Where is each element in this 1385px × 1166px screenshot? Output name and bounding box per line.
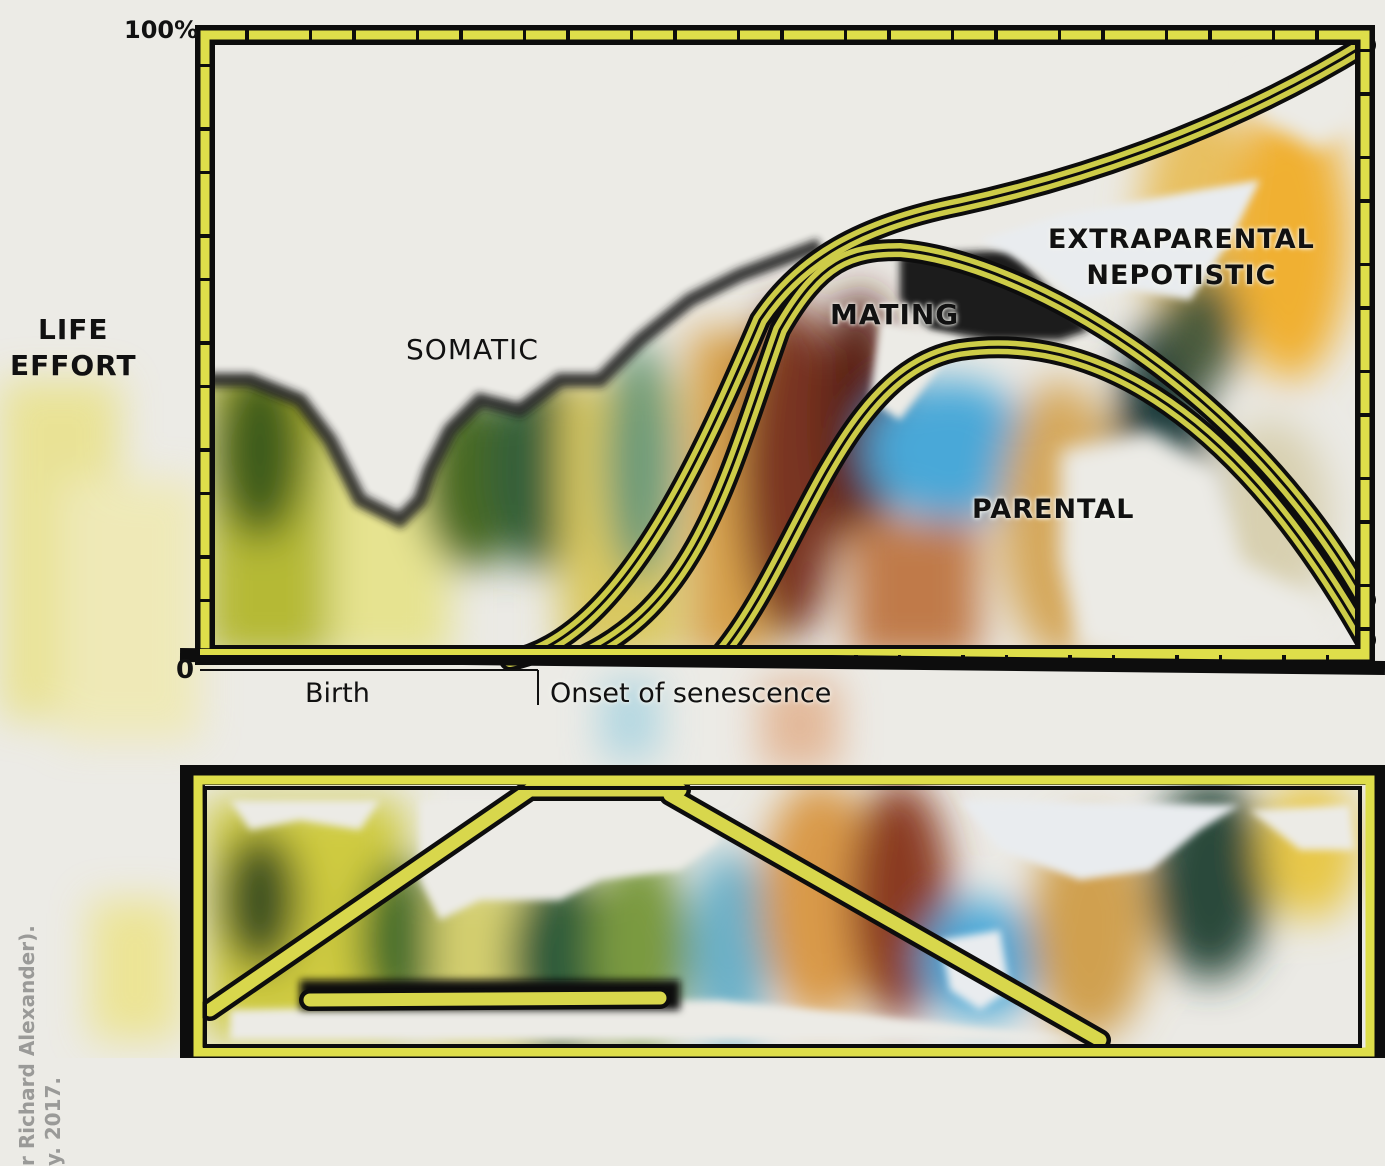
- life-effort-line2: EFFORT: [10, 349, 137, 382]
- life-effort-label: LIFE EFFORT: [10, 312, 137, 384]
- mating-label: MATING: [830, 298, 960, 331]
- top-panel: [179, 25, 1385, 675]
- diagram-artwork: 100% 0: [0, 16, 1385, 1058]
- extraparental-nepotistic-label: EXTRAPARENTAL NEPOTISTIC: [1048, 222, 1315, 294]
- credit-line2: y. 2017.: [41, 1076, 65, 1166]
- credit-line1: r Richard Alexander).: [15, 925, 39, 1166]
- background-wash: [0, 380, 840, 1040]
- life-effort-line1: LIFE: [38, 313, 109, 346]
- y-axis-top-label: 100%: [124, 16, 198, 44]
- birth-label: Birth: [305, 678, 370, 709]
- image-credit: r Richard Alexander). y. 2017.: [14, 786, 66, 1166]
- timeline: [200, 669, 539, 705]
- extraparental-line1: EXTRAPARENTAL: [1048, 224, 1315, 255]
- extraparental-line2: NEPOTISTIC: [1086, 260, 1277, 291]
- bottom-panel: [180, 765, 1385, 1058]
- parental-label: PARENTAL: [972, 494, 1135, 525]
- onset-of-senescence-label: Onset of senescence: [550, 678, 832, 709]
- y-axis-bottom-label: 0: [176, 655, 194, 685]
- life-effort-curves: [499, 34, 1376, 671]
- somatic-label: SOMATIC: [406, 333, 539, 366]
